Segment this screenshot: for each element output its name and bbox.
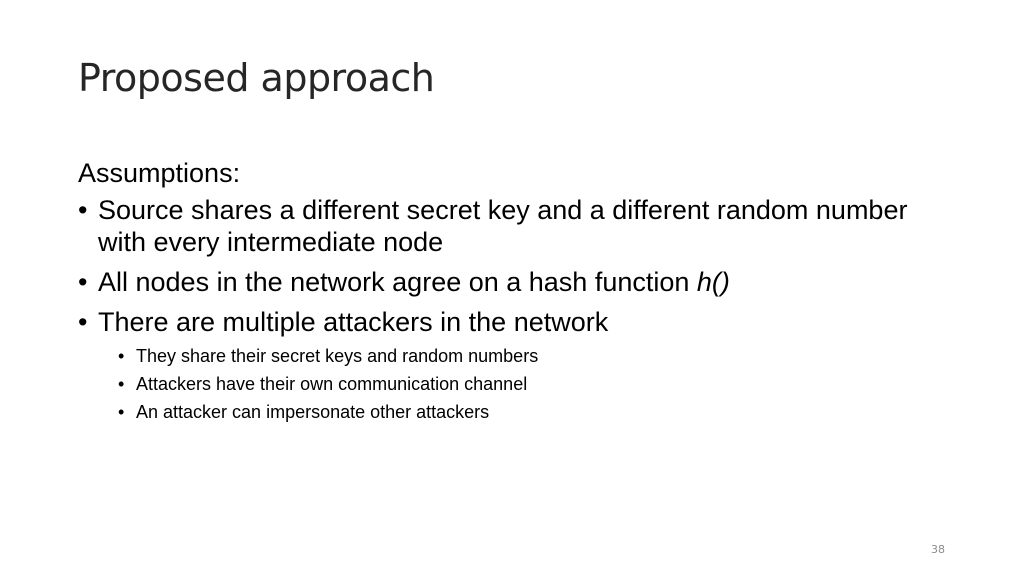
sub-bullet-list: • They share their secret keys and rando… [116,342,958,426]
bullet-marker: • [78,267,88,297]
bullet-text: Source shares a different secret key and… [98,195,908,257]
hash-function-name: h() [696,267,730,297]
sub-bullet-marker: • [118,374,125,394]
bullet-item: • All nodes in the network agree on a ha… [78,266,958,298]
sub-bullet-marker: • [118,346,125,366]
slide-title: Proposed approach [78,56,435,100]
sub-bullet-marker: • [118,402,125,422]
bullet-item: • There are multiple attackers in the ne… [78,306,958,426]
bullet-item: • Source shares a different secret key a… [78,194,958,258]
sub-bullet-text: Attackers have their own communication c… [136,374,528,394]
assumptions-heading: Assumptions: [78,158,241,188]
sub-bullet-item: • Attackers have their own communication… [116,370,958,398]
bullet-list: • Source shares a different secret key a… [78,194,958,426]
sub-bullet-item: • An attacker can impersonate other atta… [116,398,958,426]
slide-body: Assumptions: • Source shares a different… [78,156,958,434]
sub-bullet-text: An attacker can impersonate other attack… [136,402,490,422]
bullet-marker: • [78,195,88,225]
sub-bullet-item: • They share their secret keys and rando… [116,342,958,370]
bullet-text: All nodes in the network agree on a hash… [98,267,697,297]
sub-bullet-text: They share their secret keys and random … [136,346,539,366]
bullet-text: There are multiple attackers in the netw… [98,307,609,337]
bullet-marker: • [78,307,88,337]
page-number: 38 [931,543,945,556]
